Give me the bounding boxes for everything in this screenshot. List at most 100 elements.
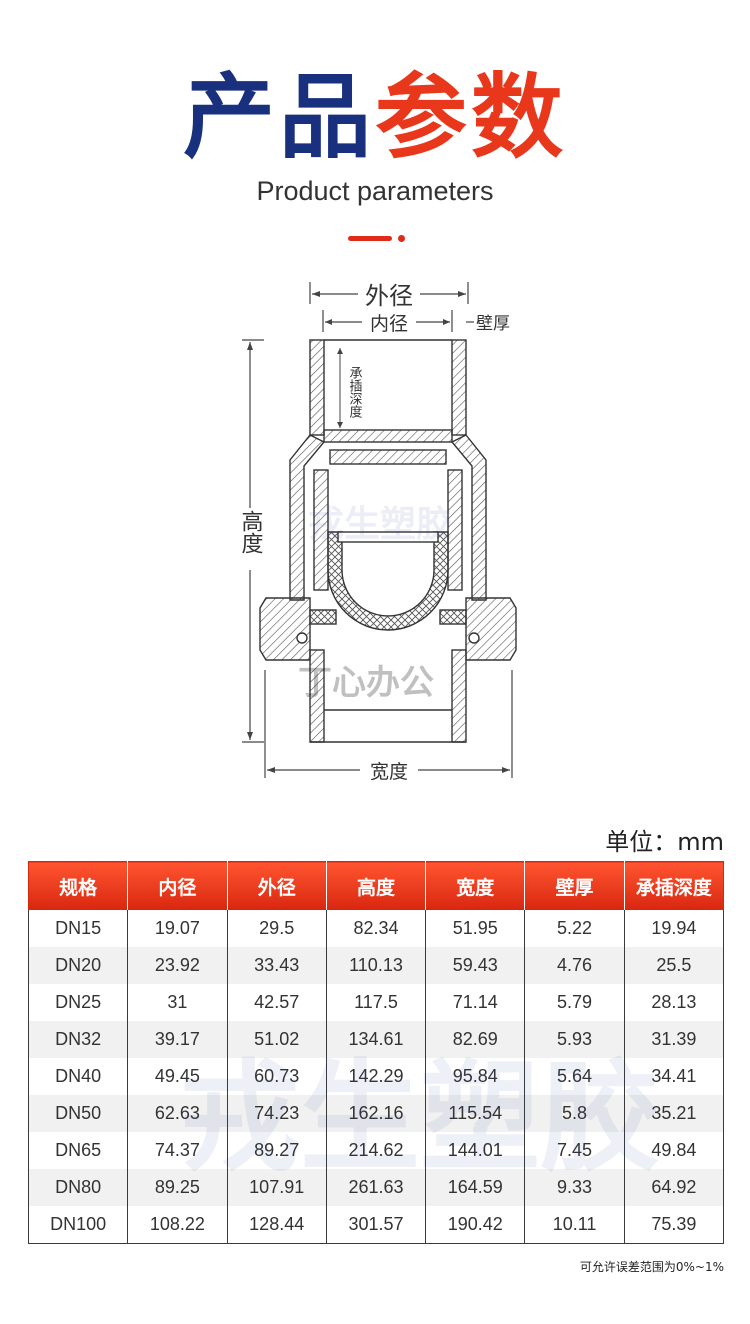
table-cell: DN80: [27, 1169, 129, 1206]
table-cell: 28.13: [623, 984, 725, 1021]
label-wall-thickness: 壁厚: [476, 314, 510, 334]
table-cell: DN15: [27, 910, 129, 947]
socket-depth-dimension: 承插深度: [337, 348, 362, 428]
table-cell: 82.34: [325, 910, 427, 947]
table-cell: 25.5: [623, 947, 725, 984]
table-cell: 142.29: [325, 1058, 427, 1095]
table-cell: 19.94: [623, 910, 725, 947]
page-subtitle: Product parameters: [256, 176, 494, 206]
table-cell: 4.76: [524, 947, 625, 984]
table-cell: 5.64: [524, 1058, 625, 1095]
header-spec: 规格: [27, 861, 129, 910]
table-cell: 117.5: [325, 984, 427, 1021]
table-cell: 60.73: [226, 1058, 327, 1095]
header-width: 宽度: [425, 861, 526, 910]
decorative-divider-dot: [398, 235, 405, 242]
table-cell: 110.13: [325, 947, 427, 984]
table-cell: 5.22: [524, 910, 625, 947]
table-cell: DN100: [27, 1206, 129, 1244]
valve-body: [289, 434, 487, 601]
table-cell: 164.59: [425, 1169, 526, 1206]
table-cell: 49.84: [623, 1132, 725, 1169]
header-wall-thickness: 壁厚: [524, 861, 625, 910]
label-inner-diameter: 内径: [370, 313, 408, 335]
table-cell: DN20: [27, 947, 129, 984]
table-cell: 95.84: [425, 1058, 526, 1095]
table-cell: 5.93: [524, 1021, 625, 1058]
table-cell: 5.8: [524, 1095, 625, 1132]
header-height: 高度: [325, 861, 427, 910]
table-cell: 9.33: [524, 1169, 625, 1206]
table-cell: DN25: [27, 984, 129, 1021]
table-cell: 10.11: [524, 1206, 625, 1244]
table-cell: 75.39: [623, 1206, 725, 1244]
table-cell: 71.14: [425, 984, 526, 1021]
table-cell: 162.16: [325, 1095, 427, 1132]
page-title: 产品参数: [0, 72, 750, 164]
table-cell: 108.22: [127, 1206, 228, 1244]
check-valve-section-diagram: 外径 内径 壁厚 高度 宽度 承插深度: [238, 282, 517, 783]
label-width: 宽度: [370, 761, 408, 783]
table-cell: 33.43: [226, 947, 327, 984]
table-cell: DN65: [27, 1132, 129, 1169]
label-height: 高度: [238, 510, 264, 554]
union-nut: [259, 597, 517, 661]
table-cell: 7.45: [524, 1132, 625, 1169]
decorative-divider-bar: [348, 236, 392, 241]
table-cell: 35.21: [623, 1095, 725, 1132]
table-cell: 31: [127, 984, 228, 1021]
table-cell: 74.37: [127, 1132, 228, 1169]
table-cell: DN40: [27, 1058, 129, 1095]
label-socket-depth: 承插深度: [347, 366, 363, 418]
upper-socket: [309, 339, 467, 443]
table-cell: 89.27: [226, 1132, 327, 1169]
table-cell: 39.17: [127, 1021, 228, 1058]
table-cell: 62.63: [127, 1095, 228, 1132]
table-cell: 34.41: [623, 1058, 725, 1095]
table-cell: 74.23: [226, 1095, 327, 1132]
tolerance-note: 可允许误差范围为0%~1%: [579, 1260, 724, 1274]
table-cell: DN50: [27, 1095, 129, 1132]
table-cell: 301.57: [325, 1206, 427, 1244]
table-cell: 51.02: [226, 1021, 327, 1058]
unit-label: 单位：mm: [605, 828, 724, 856]
table-cell: 107.91: [226, 1169, 327, 1206]
title-part-product: 产品: [182, 64, 375, 171]
table-cell: 59.43: [425, 947, 526, 984]
table-cell: 29.5: [226, 910, 327, 947]
table-cell: 89.25: [127, 1169, 228, 1206]
table-cell: 49.45: [127, 1058, 228, 1095]
table-cell: 134.61: [325, 1021, 427, 1058]
height-dimension: 高度: [238, 339, 264, 743]
table-cell: 190.42: [425, 1206, 526, 1244]
table-cell: 19.07: [127, 910, 228, 947]
check-ball: [327, 531, 449, 631]
table-cell: 31.39: [623, 1021, 725, 1058]
table-cell: 51.95: [425, 910, 526, 947]
table-cell: 144.01: [425, 1132, 526, 1169]
table-cell: 82.69: [425, 1021, 526, 1058]
header-inner-diameter: 内径: [127, 861, 228, 910]
table-cell: 214.62: [325, 1132, 427, 1169]
header-outer-diameter: 外径: [226, 861, 327, 910]
table-cell: 42.57: [226, 984, 327, 1021]
table-cell: 23.92: [127, 947, 228, 984]
lower-socket: [309, 649, 467, 743]
width-dimension: 宽度: [264, 670, 513, 783]
table-cell: 128.44: [226, 1206, 327, 1244]
label-outer-diameter: 外径: [365, 282, 413, 310]
title-part-params: 参数: [375, 64, 568, 171]
table-cell: 261.63: [325, 1169, 427, 1206]
table-cell: DN32: [27, 1021, 129, 1058]
inner-diameter-dimension: 内径 壁厚: [322, 310, 510, 335]
